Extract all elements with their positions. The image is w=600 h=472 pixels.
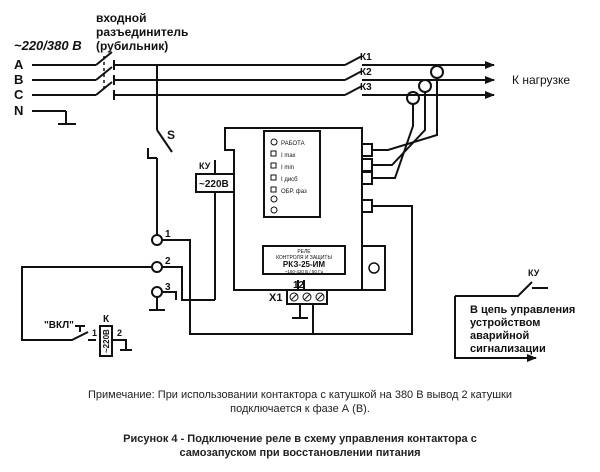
indicator-label-imax: I max: [281, 153, 296, 159]
caption-line-1: Рисунок 4 - Подключение реле в схему упр…: [123, 433, 477, 445]
contact-k1: [344, 55, 363, 66]
disconnector-blade-b: [95, 66, 113, 81]
switch-s-blade: [156, 129, 173, 153]
relay-mount-ear: [362, 245, 386, 291]
terminal-1: [151, 234, 163, 246]
indicator-label-phase: ОБР. фаз: [281, 189, 307, 195]
caption-line-2: самозапуском при восстановлении питания: [179, 447, 421, 459]
ku-top-label: КУ: [199, 161, 211, 171]
figure-caption: Рисунок 4 - Подключение реле в схему упр…: [0, 432, 600, 460]
vkl-button-contact: [62, 331, 96, 341]
load-label: К нагрузке: [512, 73, 570, 87]
disconnector-label-2: разъединитель: [96, 25, 188, 39]
alarm-text-4: сигнализации: [470, 343, 546, 355]
coil-k-value: ~220В: [102, 329, 111, 353]
contact-k3-label: К3: [360, 82, 372, 93]
relay-indicator-panel: [263, 130, 321, 218]
coil-pin-1: 1: [92, 328, 97, 338]
terminal-block-x1: [286, 289, 328, 305]
switch-s-label: S: [167, 128, 175, 142]
terminal-3-num: 3: [165, 282, 171, 293]
relay-plate-line1: РЕЛЕ: [297, 249, 311, 255]
x1-label: Х1: [269, 292, 282, 304]
relay-spec: ~160-420 В / 50 Гц: [285, 269, 324, 274]
ku-bottom-label: КУ: [528, 268, 540, 278]
disconnector-label-1: входной: [96, 11, 147, 25]
phase-label-n: N: [14, 103, 23, 118]
current-transformer-2: [418, 79, 432, 93]
coil-pin-2: 2: [117, 328, 122, 338]
current-transformer-1: [430, 65, 444, 79]
current-transformer-3: [406, 91, 420, 105]
relay-name-plate: [262, 245, 346, 275]
note: Примечание: При использовании контактора…: [0, 388, 600, 416]
indicator-label-idisb: I дисб: [281, 177, 298, 183]
disconnector-label-3: (рубильник): [96, 39, 168, 53]
phase-label-a: A: [14, 57, 24, 72]
supply-voltage-label: ~220/380 В: [14, 38, 82, 53]
note-line-2: подключается к фазе А (В).: [230, 403, 370, 415]
indicator-label-work: РАБОТА: [281, 141, 305, 147]
terminal-3: [151, 286, 163, 298]
indicator-label-imin: I min: [281, 165, 294, 171]
alarm-text-1: В цепь управления: [470, 304, 575, 316]
terminal-2: [151, 261, 163, 273]
phase-label-b: B: [14, 72, 23, 87]
x1-pins: 12: [293, 280, 305, 291]
wiring-diagram: входной разъединитель (рубильник) ~220/3…: [14, 11, 575, 362]
phase-label-c: C: [14, 87, 24, 102]
contact-k2-label: К2: [360, 67, 372, 78]
contact-k3: [344, 85, 363, 96]
contact-k1-label: К1: [360, 52, 372, 63]
alarm-text-3: аварийной: [470, 330, 529, 342]
ku-bottom-contact: [455, 281, 548, 297]
contact-k2: [344, 70, 363, 81]
vkl-button-label: "ВКЛ": [44, 320, 74, 331]
alarm-text-2: устройством: [470, 317, 540, 329]
coil-k-name: К: [103, 314, 110, 325]
ku-top-value: ~220В: [199, 179, 229, 190]
relay-model: РКЗ-25-ИМ: [283, 260, 326, 269]
note-line-1: Примечание: При использовании контактора…: [88, 389, 512, 401]
terminal-2-num: 2: [165, 256, 171, 267]
terminal-1-num: 1: [165, 229, 171, 240]
relay-plate-line2: КОНТРОЛЯ И ЗАЩИТЫ: [276, 255, 332, 261]
